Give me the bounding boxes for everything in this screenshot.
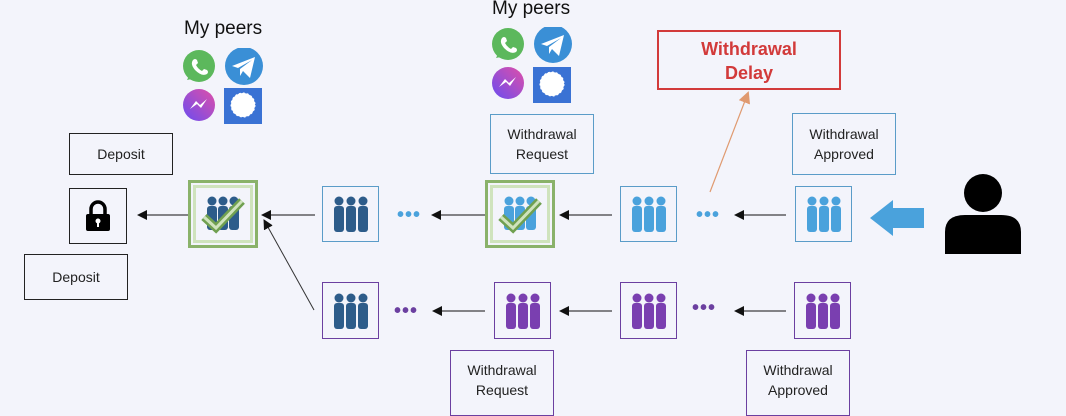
peers-icon [805,293,840,329]
peer-apps [491,25,581,112]
peer-node [620,282,677,339]
telegram-icon [534,25,572,63]
peer-node [620,186,677,242]
peer-group-title: My peers [492,0,571,19]
deposit-lock-node [69,188,127,244]
verified-peers-icon [498,196,542,234]
peer-node [322,186,379,242]
peer-apps [182,47,272,133]
arrow-bottom-to-green [263,219,315,311]
arrow-to-delay [709,91,751,193]
whatsapp-icon [183,50,215,82]
signal-icon [533,67,571,103]
messenger-icon [183,89,215,121]
verified-peers-icon [201,196,245,234]
peers-icon [333,293,368,329]
peer-node [322,282,379,339]
user-action-arrow-icon [870,200,924,236]
peers-icon [333,196,368,232]
peers-icon [631,196,666,232]
ellipsis: ••• [397,204,422,226]
telegram-icon [225,47,263,85]
peer-group-title: My peers [184,18,263,39]
peers-icon [631,293,666,329]
verified-peer-node [188,180,258,248]
lock-icon [86,200,110,231]
ellipsis: ••• [696,204,721,226]
user-icon [945,174,1021,254]
deposit-callout-bottom: Deposit [24,254,128,300]
messenger-icon [492,67,524,99]
deposit-callout-top: Deposit [69,133,173,175]
whatsapp-icon [492,28,524,60]
request-peer-node [494,282,551,339]
approved-peer-node [795,186,852,242]
peers-icon [505,293,540,329]
ellipsis: ••• [394,300,419,322]
peers-icon [806,196,841,232]
signal-icon [224,88,262,124]
verified-request-node [485,180,555,248]
approved-peer-node [794,282,851,339]
ellipsis: ••• [692,297,717,319]
withdrawal-delay-box: Withdrawal Delay [657,30,841,90]
